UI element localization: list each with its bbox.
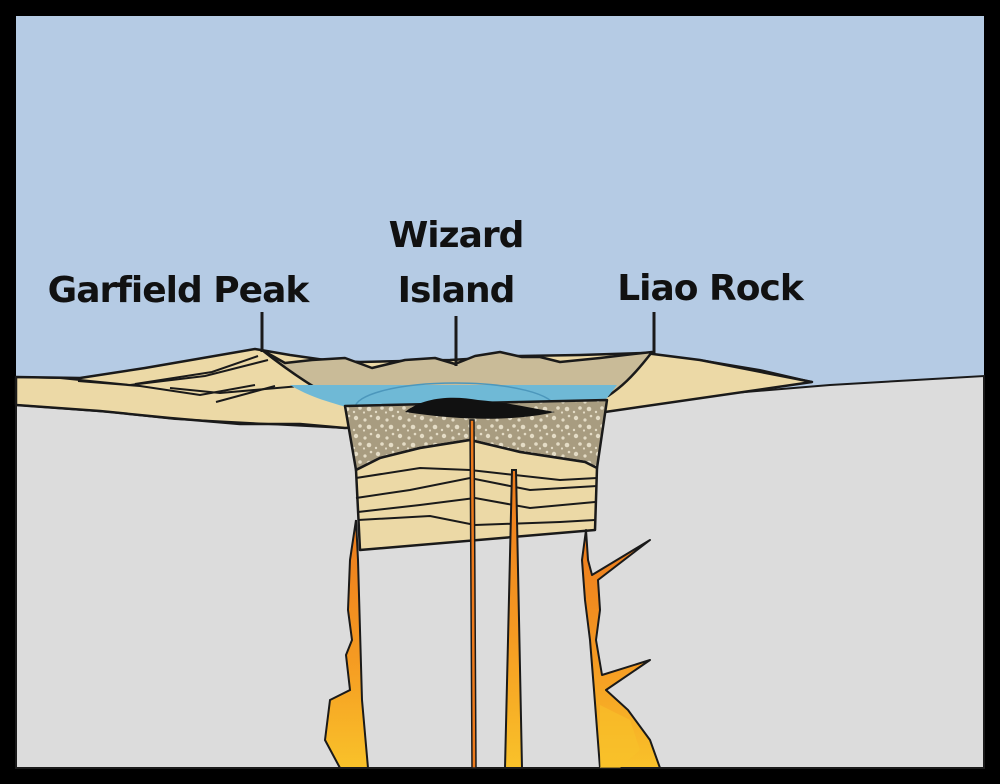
garfield-peak-label: Garfield Peak — [48, 270, 311, 311]
magma-dike-left — [323, 519, 370, 769]
magma-intrusion-base — [600, 705, 640, 768]
magma-dike-center — [503, 469, 524, 769]
surface-layer-lines — [15, 355, 813, 429]
liao-rock-label: Liao Rock — [617, 268, 805, 309]
wizard-island-conduit — [469, 419, 477, 769]
wizard-island-label-line1: Wizard — [389, 215, 524, 256]
wizard-island-cone — [405, 397, 555, 419]
wizard-island-label-line2: Island — [398, 270, 515, 311]
